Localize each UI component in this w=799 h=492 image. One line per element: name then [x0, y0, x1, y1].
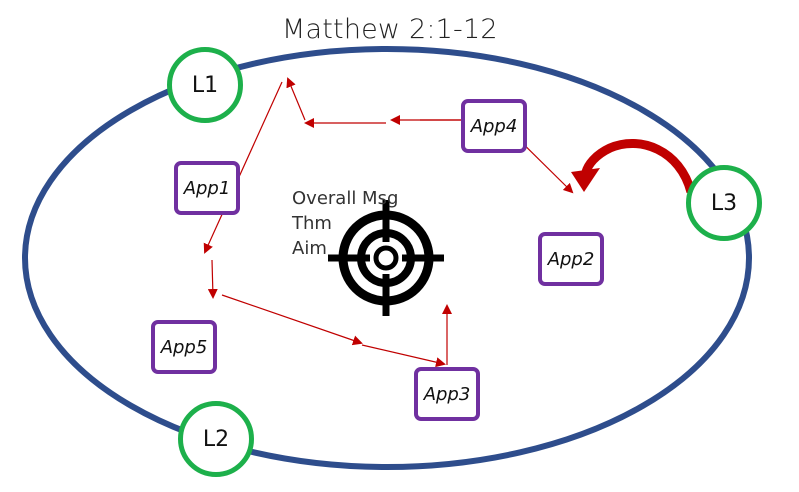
- curved-arrow-icon: [571, 139, 696, 194]
- leader-node-l3: L3: [686, 165, 762, 241]
- app-node-app2: App2: [538, 232, 604, 286]
- center-line-msg: Overall Msg: [292, 188, 399, 209]
- arrow-left-down-2: [207, 259, 218, 299]
- diagram-title: Matthew 2:1-12: [282, 14, 498, 45]
- app-node-app4: App4: [461, 99, 527, 153]
- app-node-app1: App1: [174, 161, 240, 215]
- center-message: Overall Msg Thm Aim: [292, 186, 398, 261]
- center-line-aim: Aim: [292, 238, 327, 259]
- target-crosshair-icon: [328, 200, 444, 316]
- arrow-mid-bottom: [221, 294, 363, 346]
- arrow-left-down-1: [203, 81, 283, 254]
- app-node-app3: App3: [414, 367, 480, 421]
- center-line-theme: Thm: [292, 213, 332, 234]
- leader-node-l1: L1: [167, 47, 243, 123]
- arrow-up-left: [286, 77, 306, 121]
- arrow-to-app3: [361, 344, 446, 368]
- leader-node-l2: L2: [178, 401, 254, 477]
- outer-ellipse: [22, 46, 752, 470]
- app-node-app5: App5: [151, 320, 217, 374]
